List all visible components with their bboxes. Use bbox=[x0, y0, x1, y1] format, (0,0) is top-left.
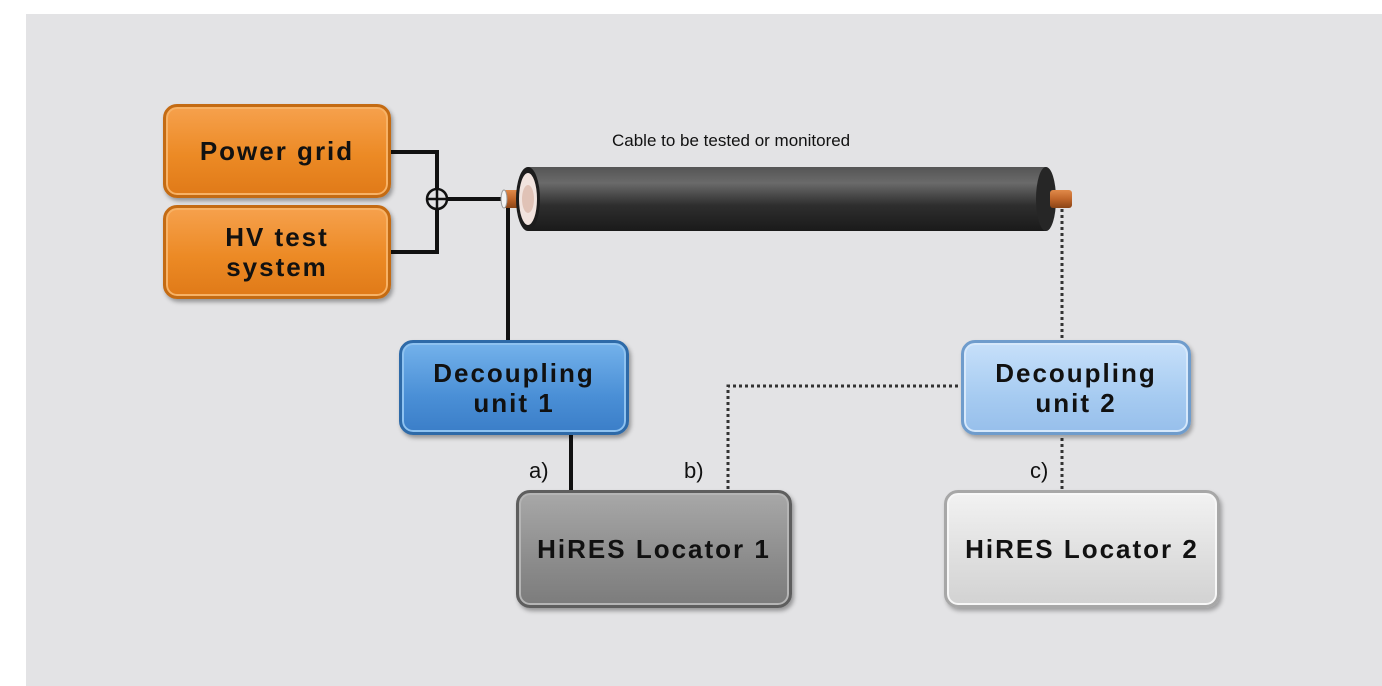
cable-left-core bbox=[522, 185, 534, 213]
dotted-wires bbox=[726, 209, 1064, 490]
hires-locator-2-label: HiRES Locator 2 bbox=[965, 534, 1199, 564]
hires-locator-1-box: HiRES Locator 1 bbox=[516, 490, 792, 608]
decoupling-unit-1-label: Decoupling unit 1 bbox=[433, 357, 595, 418]
hv-test-system-box: HV test system bbox=[163, 205, 391, 299]
connection-label-b: b) bbox=[684, 458, 704, 483]
locator-1-wire-b bbox=[726, 384, 964, 490]
decoupling-unit-1-box: Decoupling unit 1 bbox=[399, 340, 629, 435]
hv-test-system-label: HV test system bbox=[225, 222, 329, 282]
cable-jacket bbox=[528, 167, 1046, 231]
cable-title: Cable to be tested or monitored bbox=[612, 131, 851, 150]
cable-left-conductor-tip bbox=[500, 189, 508, 209]
decoupling-unit-2-box: Decoupling unit 2 bbox=[961, 340, 1191, 435]
hv-test-wire bbox=[390, 199, 439, 254]
connection-label-c: c) bbox=[1030, 458, 1049, 483]
cable-right-end bbox=[1036, 167, 1056, 231]
power-grid-box: Power grid bbox=[163, 104, 391, 198]
cable bbox=[500, 167, 1072, 231]
decoupling-unit-2-label: Decoupling unit 2 bbox=[995, 357, 1157, 418]
power-grid-label: Power grid bbox=[199, 136, 355, 166]
junction-symbol bbox=[425, 187, 449, 211]
hires-locator-2-box: HiRES Locator 2 bbox=[944, 490, 1220, 608]
power-grid-wire bbox=[390, 150, 439, 199]
cable-right-conductor bbox=[1050, 190, 1072, 208]
hires-locator-1-label: HiRES Locator 1 bbox=[537, 534, 771, 564]
connection-label-a: a) bbox=[529, 458, 549, 483]
